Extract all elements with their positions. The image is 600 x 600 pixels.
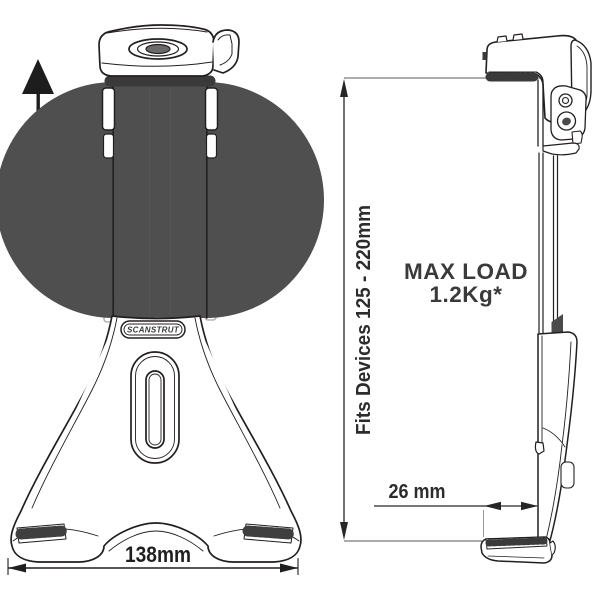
arrowhead-left [484,501,501,511]
side-rail [535,71,587,334]
arrowhead-down [340,522,348,540]
lip-depth-label: 26 mm [389,481,446,503]
side-lower-cradle [480,331,578,564]
top-clamp-head [98,24,240,159]
arrowhead-right [521,501,538,511]
pivot-screw-upper [558,93,573,108]
height-range-dimension: Fits Devices 125 - 220mm [340,77,562,542]
base-width-label: 138mm [125,542,191,567]
base [10,315,302,563]
max-load-label: MAX LOAD 1.2Kg* [404,259,528,307]
brand-badge [120,320,186,339]
height-range-label: Fits Devices 125 - 220mm [353,205,375,435]
max-load-line2: 1.2Kg* [429,282,502,307]
arrowhead-up [22,59,54,94]
arrowhead-right [280,563,298,573]
max-load-line1: MAX LOAD [404,259,528,284]
base-width-dimension: 138mm [7,542,299,575]
left-foot-pad [15,523,68,544]
ribbed-column [0,81,324,319]
side-view [480,33,592,564]
clamp-knob [145,43,171,55]
right-foot-pad [242,523,295,544]
lip-grip-pads [485,537,548,547]
lip-depth-dimension: 26 mm [374,481,538,537]
arrowhead-left [8,563,26,573]
rail-end [551,314,563,334]
front-view: SCANSTRUT [0,24,324,563]
release-lever [212,29,240,74]
brand-badge-text: SCANSTRUT [127,326,180,335]
arrowhead-up [340,79,348,97]
